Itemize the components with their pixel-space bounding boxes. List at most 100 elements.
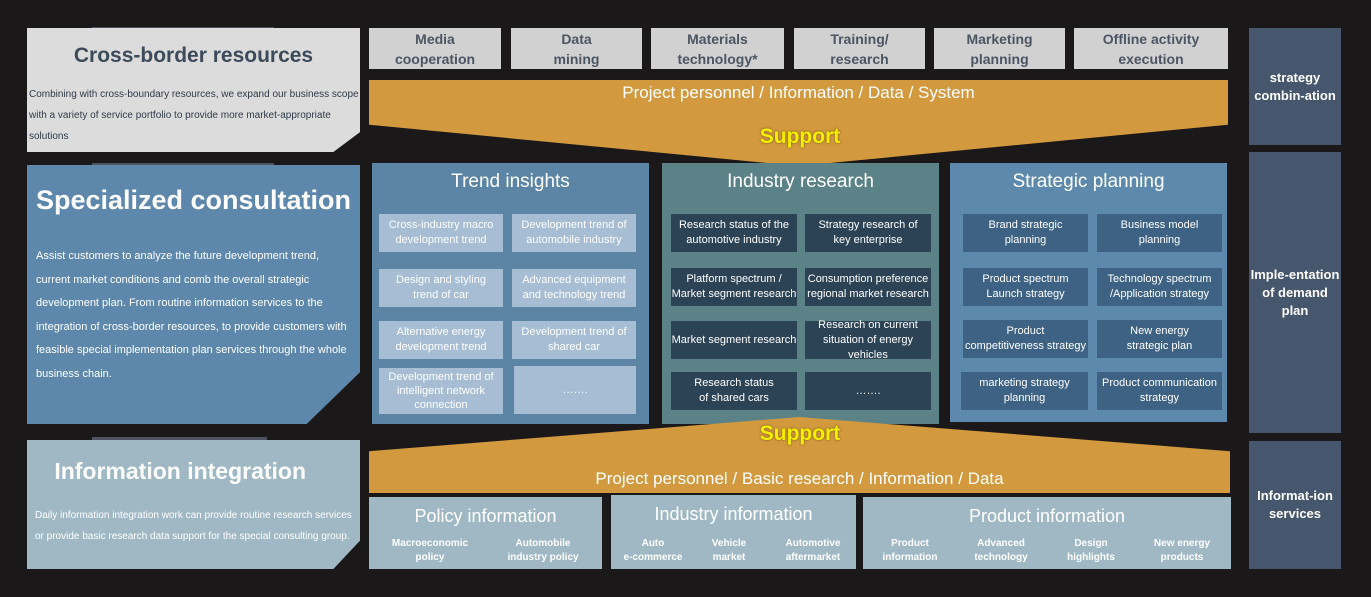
item-line: Development trend of	[521, 326, 627, 338]
sub-line: Automobile	[515, 538, 571, 549]
info-sub-item: Automotive aftermarket	[771, 537, 855, 565]
item-line: Product	[1006, 325, 1045, 337]
sub-line: Product	[891, 538, 929, 549]
information-services-box: Informat-ion services	[1249, 441, 1341, 569]
item-line: …….	[855, 384, 881, 397]
top-box-line: planning	[970, 50, 1029, 67]
specialized-consultation-panel: Specialized consultation Assist customer…	[27, 165, 360, 424]
sub-line: industry policy	[507, 552, 579, 563]
item-line: of shared cars	[699, 392, 769, 404]
integration-desc: Daily information integration work can p…	[35, 510, 352, 542]
right-line: plan	[1281, 302, 1309, 318]
sub-line: e-commerce	[623, 552, 683, 563]
trend-item: Development trend of intelligent network c…	[379, 368, 503, 414]
top-box-line: mining	[553, 50, 600, 67]
item-line: …….	[562, 383, 588, 396]
product-information-title: Product information	[968, 506, 1126, 526]
item-line: marketing strategy planning	[979, 377, 1070, 404]
trend-item-more: …….	[514, 366, 636, 414]
support-label-top: Support	[759, 125, 841, 148]
strategic-item: Technology spectrum/Application strategy	[1097, 268, 1222, 306]
info-sub-item: Macroeconomic policy	[379, 537, 481, 565]
funnel-top-label: Project personnel / Information / Data /…	[622, 83, 975, 102]
industry-item: Consumption preference regional market re…	[805, 268, 931, 306]
item-line: Market segment research	[671, 333, 797, 346]
trend-insights-title: Trend insights	[451, 171, 570, 192]
sub-line: Automotive	[785, 538, 841, 549]
info-sub-item: Advanced technology	[957, 537, 1045, 565]
item-line: Brand strategic	[988, 219, 1063, 231]
item-line: regional market research	[807, 288, 929, 300]
item-line: connection	[414, 399, 468, 411]
item-line: Development trend of	[388, 371, 494, 383]
strategic-planning-title: Strategic planning	[1012, 171, 1165, 192]
item-line: automotive industry	[686, 234, 782, 246]
item-line: Cross-industry macro	[388, 219, 494, 231]
sub-line: technology	[974, 552, 1028, 563]
top-box-line: Marketing	[966, 30, 1033, 47]
item-line: strategic plan	[1126, 340, 1193, 352]
industry-item: Market segment research	[671, 321, 797, 359]
item-line: Development trend of	[521, 219, 627, 231]
strategic-item: marketing strategy planning	[961, 372, 1088, 410]
sub-line: policy	[415, 552, 445, 563]
item-line: shared car	[548, 341, 600, 353]
divider-bar	[92, 163, 274, 166]
sub-line: highlights	[1067, 552, 1115, 563]
top-box-line: Media	[415, 30, 455, 47]
item-line: intelligent network	[396, 385, 486, 397]
industry-research-panel: Industry research Research status of the…	[662, 163, 939, 424]
cross-border-resources-panel: Cross-border resources Combining with cr…	[27, 28, 360, 152]
support-label-bottom: Support	[759, 422, 841, 445]
strategic-planning-panel: Strategic planning Brand strategic planni…	[950, 163, 1227, 422]
item-line: and technology trend	[522, 289, 626, 301]
consultation-desc: Assist customers to analyze the future d…	[36, 250, 347, 380]
item-line: competitiveness strategy	[964, 340, 1087, 352]
top-box-line: research	[830, 50, 889, 67]
item-line: Consumption preference	[807, 273, 929, 285]
item-line: strategy	[1139, 392, 1180, 404]
industry-item: Platform spectrum /Market segment resear…	[671, 268, 797, 306]
sub-line: Macroeconomic	[391, 538, 469, 549]
item-line: Product spectrum	[982, 273, 1069, 285]
right-line: of demand	[1262, 284, 1328, 300]
policy-information-title: Policy information	[414, 506, 557, 526]
funnel-bottom-label: Project personnel / Basic research / Inf…	[595, 469, 1004, 488]
info-sub-item: Design highlights	[1049, 537, 1133, 565]
sub-line: Advanced	[977, 538, 1025, 549]
sub-line: Design	[1074, 538, 1108, 549]
item-line: Technology spectrum	[1107, 273, 1212, 285]
industry-item-more: …….	[805, 372, 931, 410]
right-line: Informat-ion	[1257, 488, 1333, 503]
item-line: Launch strategy	[986, 288, 1065, 300]
integration-title: Information integration	[54, 458, 307, 484]
item-line: planning	[1004, 234, 1047, 246]
item-line: key enterprise	[833, 234, 903, 246]
sub-line: aftermarket	[785, 552, 841, 563]
item-line: situation of energy vehicles	[823, 333, 913, 361]
item-line: Advanced equipment	[522, 274, 626, 286]
right-line: services	[1268, 506, 1322, 521]
top-box-line: cooperation	[394, 50, 476, 67]
item-line: Research status	[694, 377, 774, 389]
cross-border-title: Cross-border resources	[73, 44, 314, 67]
top-box-line: Training/	[830, 30, 889, 47]
item-line: Business model	[1120, 219, 1199, 231]
sub-line: New energy	[1153, 538, 1211, 549]
item-line: New energy	[1130, 325, 1189, 337]
trend-item: Advanced equipment and technology trend	[512, 269, 636, 307]
